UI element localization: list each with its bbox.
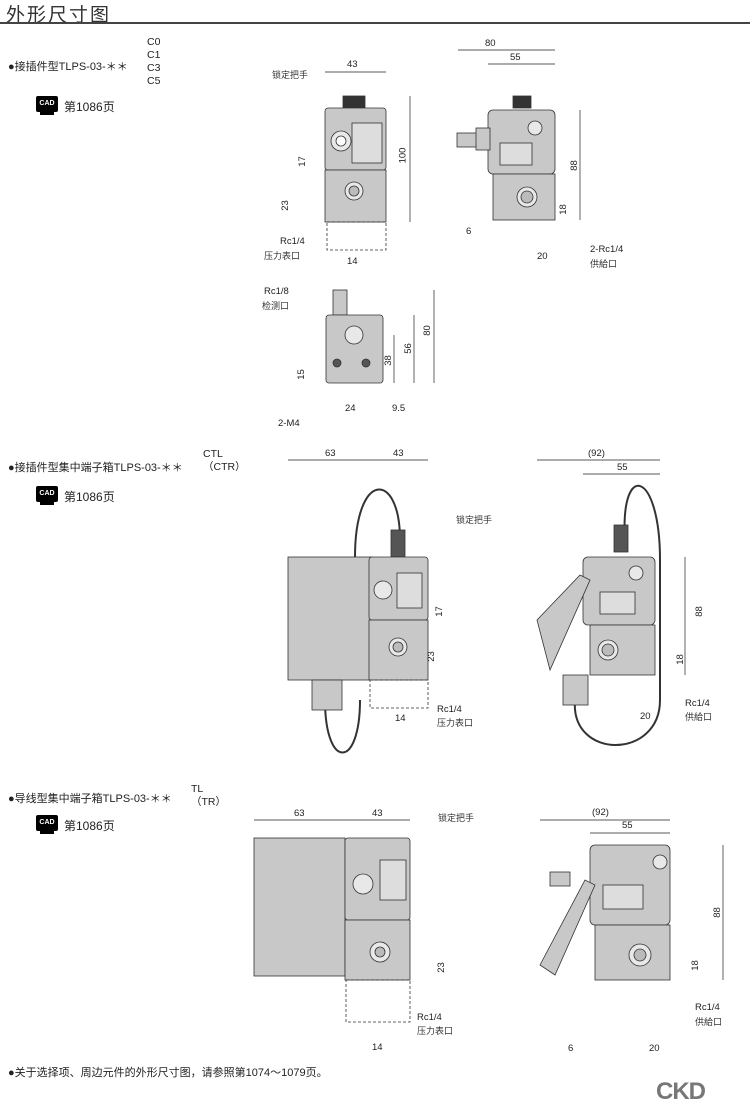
code: （TR） — [191, 796, 226, 808]
cad-icon: CAD — [36, 96, 58, 116]
port-name: 检测口 — [262, 301, 290, 311]
code: C5 — [147, 75, 161, 87]
section1-codes: C0 C1 C3 C5 — [147, 36, 160, 88]
section2-cad-link[interactable]: CAD 第1086页 — [36, 486, 115, 506]
dim: 18 — [557, 204, 569, 215]
cad-page: 第1086页 — [64, 489, 115, 504]
dim: (92) — [588, 448, 605, 459]
dim: 100 — [397, 147, 409, 164]
brand-logo: CKD — [656, 1078, 706, 1105]
dim: 88 — [711, 907, 723, 918]
dim: 43 — [393, 448, 404, 459]
s2-side-view — [536, 484, 661, 746]
dim: 17 — [433, 606, 445, 617]
s2-front-view — [287, 488, 429, 754]
lock-label: 锁定把手 — [438, 813, 475, 823]
footnote: ●关于选择项、周边元件的外形尺寸图，请参照第1074～1079页。 — [8, 1067, 328, 1079]
dim: 80 — [421, 325, 433, 336]
port-label: Rc1/8 — [264, 286, 289, 297]
cad-icon: CAD — [36, 486, 58, 506]
dim: 15 — [295, 369, 307, 380]
dim: 14 — [372, 1042, 383, 1053]
dim: 23 — [425, 651, 437, 662]
cad-page: 第1086页 — [64, 99, 115, 114]
dim: 88 — [568, 160, 580, 171]
section1-cad-link[interactable]: CAD 第1086页 — [36, 96, 115, 116]
port-name: 供給口 — [685, 712, 713, 722]
port-label: 2-Rc1/4 — [590, 244, 624, 255]
dim: 17 — [296, 156, 308, 167]
dim: 14 — [347, 256, 358, 267]
section3-codes: TL （TR） — [191, 783, 226, 809]
port-label: Rc1/4 — [417, 1012, 442, 1023]
dim: 23 — [279, 200, 291, 211]
port-name: 供給口 — [590, 259, 618, 269]
code: CTL — [203, 448, 223, 460]
dim: 55 — [622, 820, 633, 831]
s1-front-view — [324, 95, 387, 251]
dim: 43 — [372, 808, 383, 819]
dim: 63 — [294, 808, 305, 819]
dim: 18 — [674, 654, 686, 665]
code: C3 — [147, 62, 161, 74]
dim: 6 — [466, 226, 472, 237]
dim: 20 — [640, 711, 651, 722]
dim: 38 — [382, 355, 394, 366]
dim: 88 — [693, 606, 705, 617]
port-name: 压力表口 — [417, 1026, 454, 1036]
port-name: 供給口 — [695, 1017, 723, 1027]
section2-codes: CTL （CTR） — [203, 448, 246, 474]
screw-label: 2-M4 — [278, 418, 300, 429]
dimension-lines — [254, 49, 724, 980]
code: TL — [191, 783, 204, 795]
dim: 20 — [649, 1043, 660, 1054]
lock-label: 锁定把手 — [456, 515, 493, 525]
code: C0 — [147, 36, 161, 48]
port-label: Rc1/4 — [685, 698, 710, 709]
code: C1 — [147, 49, 161, 61]
dim: 6 — [568, 1043, 574, 1054]
dim: 14 — [395, 713, 406, 724]
dim: 80 — [485, 38, 496, 49]
section2-heading: ●接插件型集中端子箱TLPS-03-＊＊ — [8, 462, 183, 474]
page-title: 外形尺寸图 — [6, 4, 112, 26]
s1-side-view — [456, 95, 556, 221]
cad-page: 第1086页 — [64, 818, 115, 833]
dim: 20 — [537, 251, 548, 262]
title-rule — [0, 22, 750, 24]
section1-heading: ●接插件型TLPS-03-＊＊ — [8, 61, 128, 73]
dim: 43 — [347, 59, 358, 70]
dim: 24 — [345, 403, 356, 414]
lock-label: 锁定把手 — [272, 70, 309, 80]
dim: 55 — [510, 52, 521, 63]
section3-heading: ●导线型集中端子箱TLPS-03-＊＊ — [8, 793, 172, 805]
dim: (92) — [592, 807, 609, 818]
port-name: 压力表口 — [437, 718, 474, 728]
dim: 23 — [435, 962, 447, 973]
dim: 56 — [402, 343, 414, 354]
port-name: 压力表口 — [264, 251, 301, 261]
s1-bottom-view — [325, 289, 384, 384]
code: （CTR） — [203, 461, 246, 473]
cad-icon: CAD — [36, 815, 58, 835]
port-label: Rc1/4 — [437, 704, 462, 715]
dim: 9.5 — [392, 403, 406, 414]
port-label: Rc1/4 — [280, 236, 305, 247]
dim: 63 — [325, 448, 336, 459]
dim: 18 — [689, 960, 701, 971]
s3-front-view — [253, 837, 411, 1023]
s3-side-view — [539, 844, 671, 981]
dim: 55 — [617, 462, 628, 473]
port-label: Rc1/4 — [695, 1002, 720, 1013]
section3-cad-link[interactable]: CAD 第1086页 — [36, 815, 115, 835]
